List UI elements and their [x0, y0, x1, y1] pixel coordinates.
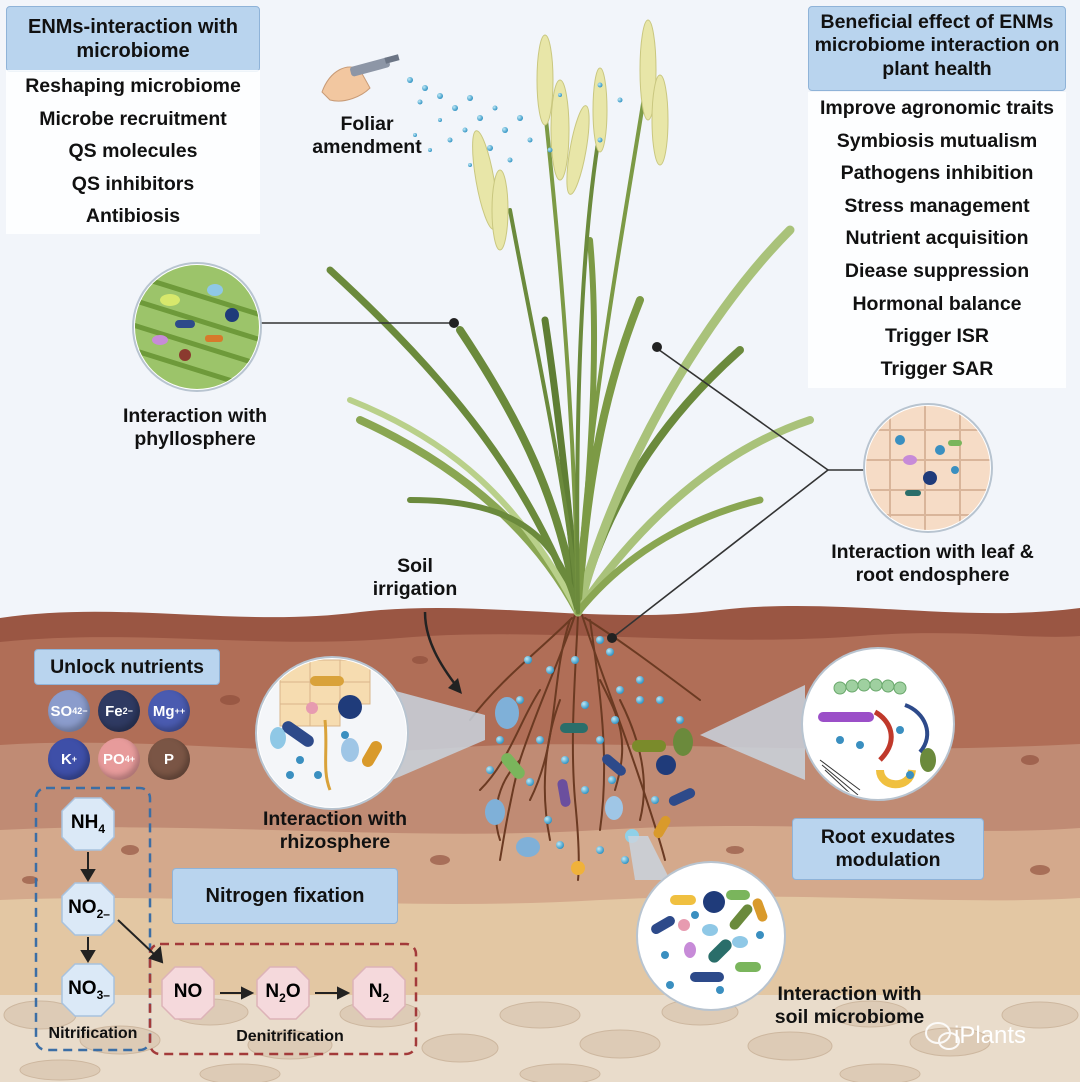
nitrogen-arrows — [80, 852, 351, 1000]
unlock-nutrients-label: Unlock nutrients — [50, 656, 204, 678]
nitrate-node: NO3– — [68, 978, 110, 1002]
nitrite-node: NO2– — [68, 897, 110, 921]
right-title-box: Beneficial effect of ENMs microbiome int… — [808, 6, 1066, 91]
denitrification-frame — [148, 942, 418, 1056]
wechat-icon — [925, 1022, 960, 1050]
phosphorus-ion: P — [148, 738, 190, 780]
endosphere-label: Interaction with leaf & root endosphere — [831, 541, 1034, 587]
left-list-item: QS molecules — [68, 140, 198, 163]
nitrification-octagons — [61, 797, 115, 1017]
left-list-item: QS inhibitors — [71, 172, 195, 195]
potassium-ion: K+ — [48, 738, 90, 780]
right-list-item: Symbiosis mutualism — [836, 129, 1038, 152]
soil-microbiome-circle — [636, 861, 786, 1011]
soil-irrigation-label: Soil irrigation — [372, 555, 458, 601]
right-list-item: Trigger SAR — [880, 357, 994, 380]
denitrification-octagons — [161, 966, 406, 1020]
ammonium-node: NH4 — [70, 812, 106, 836]
soil-microbiome-label: Interaction with soil microbiome — [774, 983, 925, 1029]
soil-nanoparticles — [486, 636, 684, 864]
foliar-amendment-label: Foliar amendment — [312, 113, 422, 159]
phyllosphere-label: Interaction with phyllosphere — [122, 405, 268, 451]
irrigation-arrow — [423, 611, 459, 689]
right-list-item: Improve agronomic traits — [819, 97, 1055, 119]
right-list-item: Nutrient acquisition — [845, 227, 1029, 250]
soil-zoom-wedge — [628, 836, 670, 880]
left-list-item: Antibiosis — [85, 205, 181, 228]
rhizosphere-microbes — [485, 697, 696, 875]
right-list-item: Stress management — [844, 194, 1030, 217]
left-list-item: Reshaping microbiome — [25, 75, 241, 97]
rhizosphere-zoom-wedge — [392, 690, 485, 780]
spray-droplets — [407, 77, 623, 167]
right-effects-list: Improve agronomic traits Symbiosis mutua… — [808, 92, 1066, 388]
left-title-box: ENMs-interaction with microbiome — [6, 6, 260, 72]
endosphere-circle — [863, 403, 993, 533]
nitric-oxide-node: NO — [173, 981, 203, 1002]
nitrogen-fixation-label: Nitrogen fixation — [205, 885, 365, 907]
rhizosphere-circle — [255, 656, 409, 810]
unlock-nutrients-box: Unlock nutrients — [34, 649, 220, 685]
connector-lines — [260, 322, 866, 639]
rhizosphere-label: Interaction with rhizosphere — [262, 808, 408, 854]
left-effects-list: Reshaping microbiome Microbe recruitment… — [6, 70, 260, 234]
root-exudates-zoom-wedge — [700, 685, 805, 780]
root-exudates-circle — [801, 647, 955, 801]
nitrogen-fixation-box: Nitrogen fixation — [172, 868, 398, 924]
root-endosphere-dot — [607, 633, 617, 643]
watermark: iPlants — [954, 1022, 1027, 1049]
plant — [326, 58, 814, 617]
right-list-item: Pathogens inhibition — [840, 162, 1034, 185]
nitrous-oxide-node: N2O — [265, 981, 301, 1005]
leaf-endosphere-dot — [652, 342, 662, 352]
right-list-item: Hormonal balance — [852, 292, 1022, 315]
right-title: Beneficial effect of ENMs microbiome int… — [814, 11, 1060, 80]
denitrification-label: Denitrification — [236, 1028, 344, 1045]
dinitrogen-node: N2 — [368, 981, 390, 1005]
right-list-item: Trigger ISR — [884, 325, 990, 348]
nitrification-label: Nitrification — [48, 1025, 138, 1042]
right-list-item: Diease suppression — [844, 259, 1030, 282]
soil-specks — [22, 656, 1050, 884]
left-list-item: Microbe recruitment — [39, 107, 227, 130]
magnesium-ion: Mg++ — [148, 690, 190, 732]
root-exudates-box: Root exudates modulation — [792, 818, 984, 880]
root-exudates-label: Root exudates modulation — [820, 826, 956, 872]
left-title: ENMs-interaction with microbiome — [27, 16, 238, 62]
spray-bottle — [321, 54, 400, 102]
grain-spikes — [472, 19, 669, 251]
phyllosphere-circle — [132, 262, 262, 392]
phyllosphere-dot — [449, 318, 459, 328]
nitrification-frame — [34, 786, 152, 1052]
